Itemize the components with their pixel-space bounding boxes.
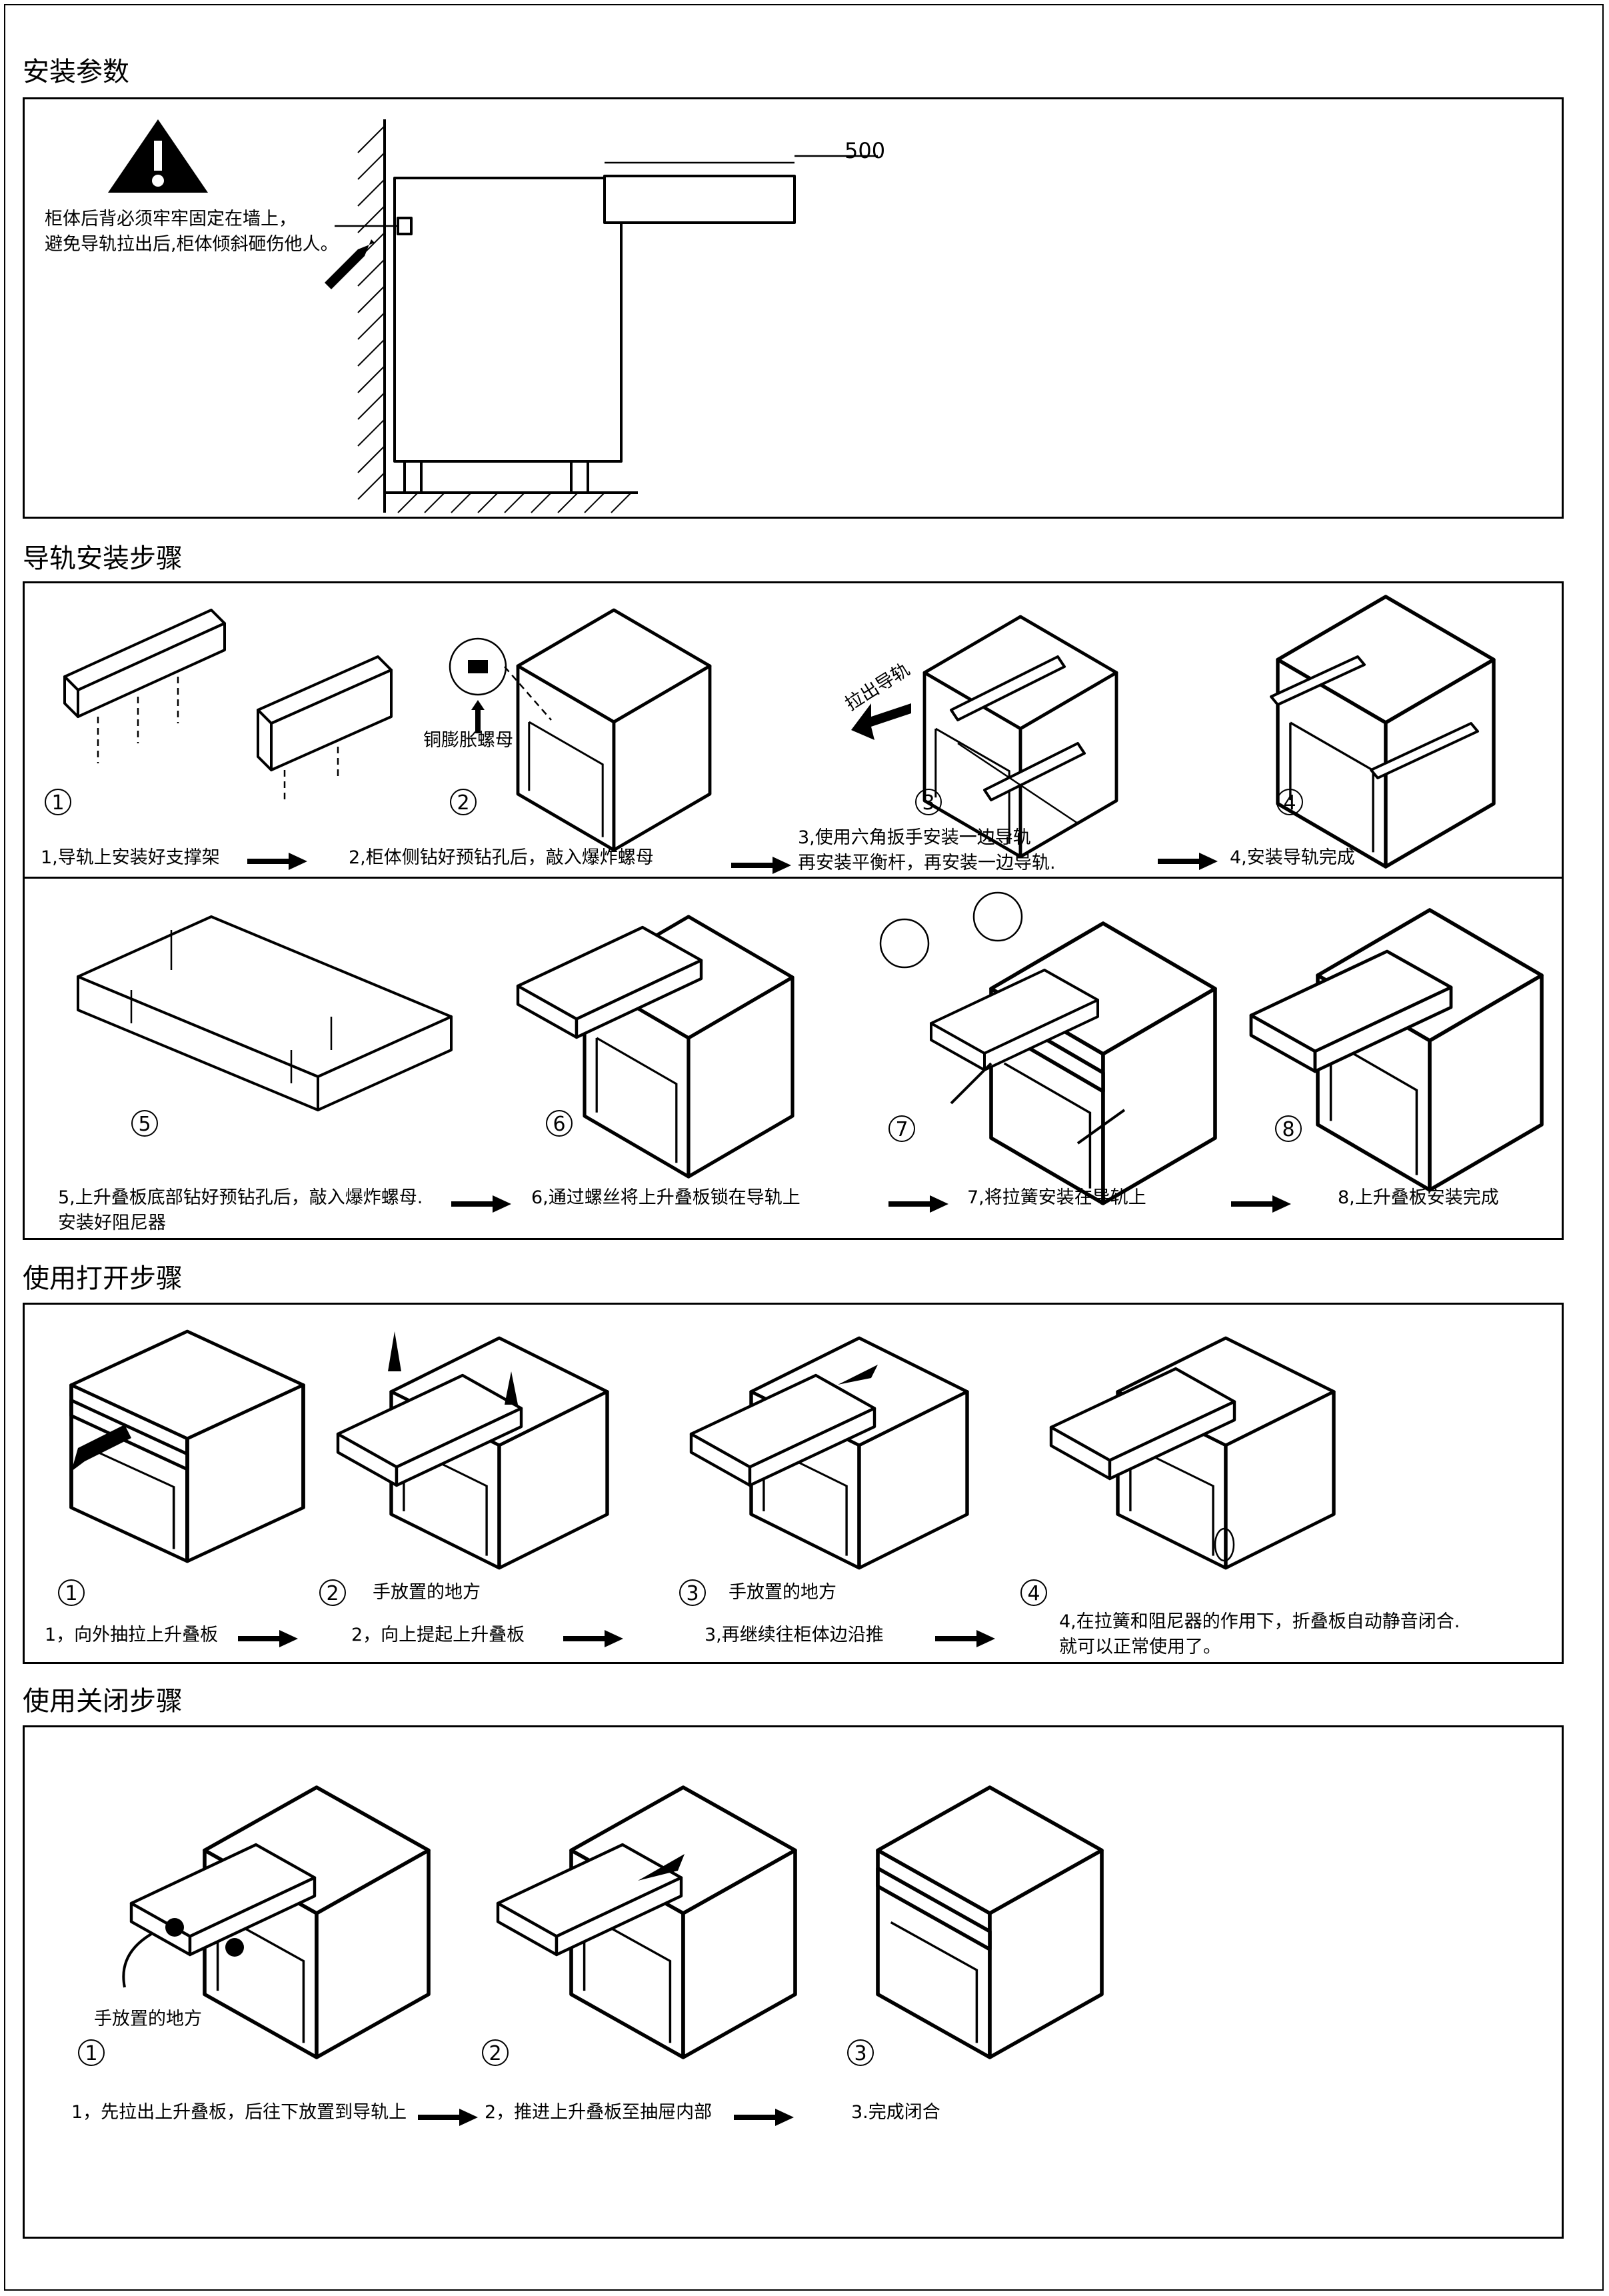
rail-step5-text-2: 安装好阻尼器: [58, 1213, 166, 1233]
arrow-icon: [888, 1195, 948, 1213]
close-step1-illustration: [122, 1787, 458, 2067]
open-step3-text: 3,再继续往柜体边沿推: [705, 1625, 884, 1645]
section-title-open: 使用打开步骤: [23, 1263, 183, 1294]
close-step-number-2: 2: [482, 2039, 509, 2066]
rail-step4-illustration: [1270, 597, 1551, 877]
section-title-close: 使用关闭步骤: [23, 1686, 183, 1717]
arrow-icon: [563, 1630, 623, 1647]
open-step-number-3: 3: [679, 1579, 706, 1606]
open-step2-illustration: [331, 1331, 638, 1578]
arrow-icon: [734, 2109, 794, 2126]
warning-icon: [108, 119, 208, 193]
step-number-6: 6: [546, 1110, 573, 1137]
rail-step3-text-2: 再安装平衡杆，再安装一边导轨.: [798, 853, 1056, 873]
install-params-diagram: [108, 119, 878, 513]
open-step-number-4: 4: [1020, 1579, 1047, 1606]
open-step-number-1: 1: [58, 1579, 85, 1606]
arrow-icon: [451, 1195, 511, 1213]
arrow-icon: [935, 1630, 995, 1647]
warning-line-1: 柜体后背必须牢牢固定在墙上，: [45, 209, 297, 229]
open-step4-text-2: 就可以正常使用了。: [1059, 1637, 1221, 1657]
rail-step8-illustration: [1244, 910, 1564, 1130]
rail-step5-text-1: 5,上升叠板底部钻好预钻孔后，敲入爆炸螺母.: [58, 1187, 423, 1208]
open-step3-illustration: [685, 1325, 1004, 1578]
rail-step8-text: 8,上升叠板安装完成: [1338, 1187, 1499, 1208]
close-panel: 手放置的地方 1 2 3 1，先拉出上升叠板，后往下放置到导轨上 2，推进上升叠…: [23, 1725, 1564, 2239]
arrow-icon: [731, 857, 791, 874]
open-hand-place-label: 手放置的地方: [373, 1582, 481, 1603]
open-step1-illustration: [65, 1331, 345, 1571]
step-number-8: 8: [1275, 1115, 1302, 1142]
open-step1-text: 1，向外抽拉上升叠板: [45, 1625, 219, 1645]
rail-step5-illustration: [77, 915, 453, 1111]
page-frame: [4, 4, 1604, 2291]
callout-anchor-nut: 铜膨胀螺母: [423, 730, 513, 751]
open-hand-place-label: 手放置的地方: [729, 1582, 836, 1603]
rail-step2-illustration: [449, 610, 765, 877]
open-step4-illustration: [1038, 1325, 1384, 1578]
step-number-1: 1: [45, 789, 71, 815]
arrow-icon: [1158, 853, 1218, 870]
open-step2-text: 2，向上提起上升叠板: [351, 1625, 525, 1645]
open-step4-text-1: 4,在拉簧和阻尼器的作用下，折叠板自动静音闭合.: [1059, 1611, 1460, 1632]
close-step3-text: 3.完成闭合: [851, 2102, 940, 2123]
rail-step6-text: 6,通过螺丝将上升叠板锁在导轨上: [531, 1187, 801, 1208]
close-step3-illustration: [858, 1787, 1138, 2067]
rail-step1-text: 1,导轨上安装好支撑架: [41, 847, 220, 868]
step-number-5: 5: [131, 1110, 158, 1137]
dimension-label: 500: [844, 138, 886, 163]
rail-step1-illustration: [63, 609, 393, 803]
section-title-rail: 导轨安装步骤: [23, 543, 183, 574]
rail-step3-text-1: 3,使用六角扳手安装一边导轨: [798, 827, 1031, 848]
step-number-7: 7: [888, 1115, 915, 1142]
close-step-number-1: 1: [78, 2039, 105, 2066]
section-title-params: 安装参数: [23, 57, 129, 87]
arrow-icon: [1231, 1195, 1291, 1213]
arrow-icon: [418, 2109, 478, 2126]
close-hand-place-label: 手放置的地方: [94, 2009, 202, 2029]
close-step1-text: 1，先拉出上升叠板，后往下放置到导轨上: [71, 2102, 407, 2123]
rail-step3-illustration: [851, 603, 1198, 870]
open-step-number-2: 2: [319, 1579, 346, 1606]
close-step2-text: 2，推进上升叠板至抽屉内部: [485, 2102, 713, 2123]
rail-panel: 1 2 3 4 铜膨胀螺母 拉出导轨 1,导轨上安装好支撑架 2,柜体侧钻好预钻…: [23, 581, 1564, 1240]
warning-line-2: 避免导轨拉出后,柜体倾斜砸伤他人。: [45, 234, 339, 255]
rail-step7-text: 7,将拉簧安装在导轨上: [967, 1187, 1146, 1208]
rail-step2-text: 2,柜体侧钻好预钻孔后，敲入爆炸螺母: [349, 847, 654, 868]
rail-divider: [25, 877, 1562, 879]
rail-step7-illustration: [879, 891, 1238, 1130]
params-panel: 500 柜体后背必须牢牢固定在墙上， 避免导轨拉出后,柜体倾斜砸伤他人。: [23, 97, 1564, 519]
rail-step6-illustration: [511, 917, 858, 1130]
rail-step4-text: 4,安装导轨完成: [1230, 847, 1355, 868]
arrow-icon: [238, 1630, 298, 1647]
step-number-2: 2: [450, 789, 477, 815]
step-number-3: 3: [915, 789, 942, 815]
open-panel: 1 2 3 4 手放置的地方 手放置的地方 1，向外抽拉上升叠板 2，向上提起上…: [23, 1303, 1564, 1664]
step-number-4: 4: [1276, 789, 1303, 815]
close-step-number-3: 3: [847, 2039, 874, 2066]
close-step2-illustration: [478, 1787, 824, 2067]
arrow-icon: [247, 853, 307, 870]
